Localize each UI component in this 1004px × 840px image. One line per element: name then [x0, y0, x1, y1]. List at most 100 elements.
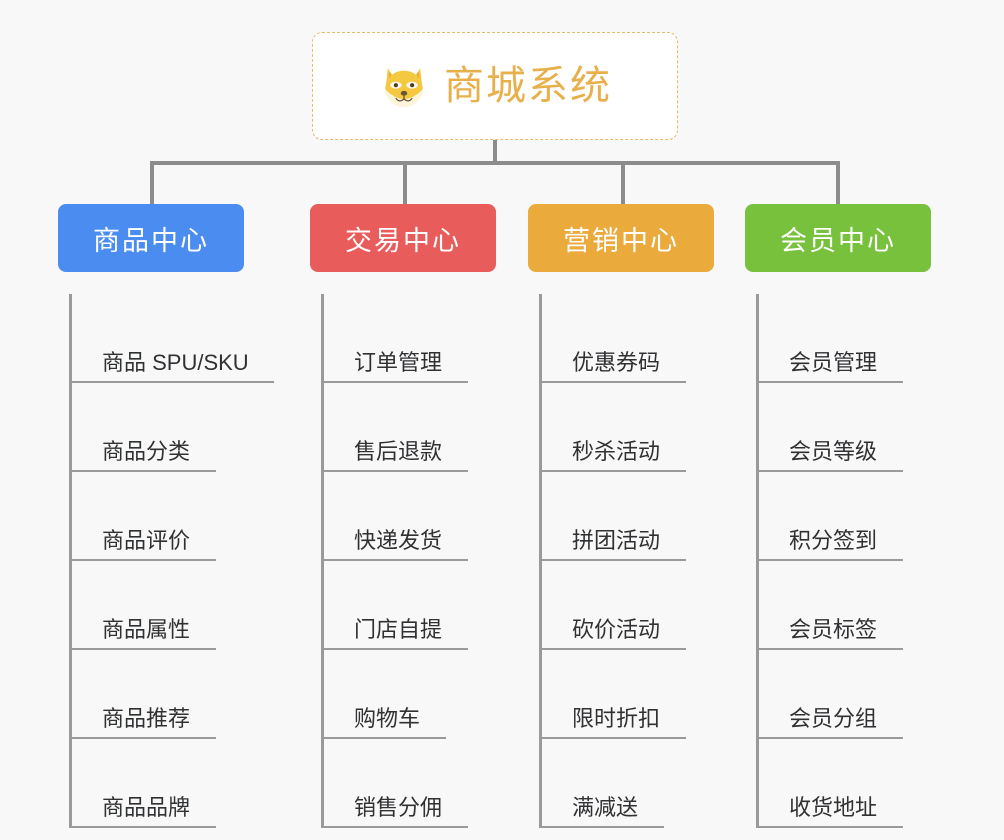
- leaf-item[interactable]: 会员管理: [745, 294, 931, 383]
- leaf-rule: [69, 470, 216, 472]
- leaf-rule: [539, 826, 664, 828]
- leaf-rule: [539, 737, 686, 739]
- leaf-item[interactable]: 商品品牌: [58, 739, 244, 828]
- leaf-item[interactable]: 收货地址: [745, 739, 931, 828]
- leaf-spine: [756, 294, 759, 828]
- leaf-item[interactable]: 会员等级: [745, 383, 931, 472]
- leaf-item[interactable]: 订单管理: [310, 294, 496, 383]
- category-header-label: 交易中心: [345, 225, 461, 256]
- leaf-label: 收货地址: [789, 795, 878, 820]
- leaf-label: 商品品牌: [102, 795, 191, 820]
- leaf-spine: [69, 294, 72, 828]
- category-header-label: 营销中心: [563, 225, 679, 256]
- category-header-label: 商品中心: [93, 225, 209, 256]
- leaf-spine: [539, 294, 542, 828]
- leaf-rule: [69, 648, 216, 650]
- category-header-product-center[interactable]: 商品中心: [58, 204, 244, 272]
- leaf-rule: [69, 737, 216, 739]
- leaf-item[interactable]: 砍价活动: [528, 561, 714, 650]
- shiba-dog-face-icon: [385, 68, 423, 108]
- leaf-rule: [539, 559, 686, 561]
- leaf-item[interactable]: 商品分类: [58, 383, 244, 472]
- leaf-rule: [539, 648, 686, 650]
- leaf-rule: [756, 381, 903, 383]
- connector-drop-2: [403, 161, 407, 206]
- leaf-rule: [69, 559, 216, 561]
- leaf-rule: [756, 737, 903, 739]
- leaf-rule: [321, 381, 468, 383]
- connector-drop-3: [621, 161, 625, 206]
- leaf-item[interactable]: 拼团活动: [528, 472, 714, 561]
- leaf-rule: [321, 826, 468, 828]
- leaf-item[interactable]: 秒杀活动: [528, 383, 714, 472]
- leaf-list-trade-center: 订单管理 售后退款 快递发货 门店自提 购物车 销售分佣: [310, 294, 496, 828]
- leaf-rule: [756, 559, 903, 561]
- leaf-label: 购物车: [354, 706, 421, 731]
- leaf-item[interactable]: 满减送: [528, 739, 714, 828]
- leaf-label: 商品分类: [102, 439, 191, 464]
- leaf-rule: [321, 737, 446, 739]
- leaf-label: 商品评价: [102, 528, 191, 553]
- leaf-label: 满减送: [572, 795, 639, 820]
- leaf-label: 会员标签: [789, 617, 878, 642]
- leaf-rule: [539, 381, 686, 383]
- leaf-label: 商品 SPU/SKU: [102, 350, 249, 375]
- leaf-item[interactable]: 售后退款: [310, 383, 496, 472]
- leaf-spine: [321, 294, 324, 828]
- column-marketing-center: 营销中心 优惠券码 秒杀活动 拼团活动 砍价活动 限时折扣: [528, 204, 714, 828]
- category-header-trade-center[interactable]: 交易中心: [310, 204, 496, 272]
- leaf-item[interactable]: 商品推荐: [58, 650, 244, 739]
- leaf-label: 门店自提: [354, 617, 443, 642]
- leaf-label: 砍价活动: [572, 617, 661, 642]
- leaf-item[interactable]: 门店自提: [310, 561, 496, 650]
- leaf-item[interactable]: 限时折扣: [528, 650, 714, 739]
- category-header-marketing-center[interactable]: 营销中心: [528, 204, 714, 272]
- leaf-rule: [756, 826, 903, 828]
- category-header-member-center[interactable]: 会员中心: [745, 204, 931, 272]
- leaf-label: 拼团活动: [572, 528, 661, 553]
- leaf-rule: [756, 470, 903, 472]
- leaf-item[interactable]: 商品 SPU/SKU: [58, 294, 274, 383]
- leaf-item[interactable]: 优惠券码: [528, 294, 714, 383]
- leaf-rule: [69, 826, 216, 828]
- leaf-item[interactable]: 积分签到: [745, 472, 931, 561]
- leaf-rule: [539, 470, 686, 472]
- leaf-label: 积分签到: [789, 528, 878, 553]
- connector-drop-4: [836, 161, 840, 206]
- leaf-rule: [756, 648, 903, 650]
- column-product-center: 商品中心 商品 SPU/SKU 商品分类 商品评价 商品属性 商品推荐: [58, 204, 274, 828]
- category-header-label: 会员中心: [780, 225, 896, 256]
- leaf-label: 会员等级: [789, 439, 878, 464]
- leaf-rule: [321, 648, 468, 650]
- leaf-item[interactable]: 快递发货: [310, 472, 496, 561]
- leaf-label: 销售分佣: [354, 795, 443, 820]
- leaf-label: 优惠券码: [572, 350, 661, 375]
- column-member-center: 会员中心 会员管理 会员等级 积分签到 会员标签 会员分组: [745, 204, 931, 828]
- leaf-item[interactable]: 商品属性: [58, 561, 244, 650]
- leaf-label: 秒杀活动: [572, 439, 661, 464]
- leaf-item[interactable]: 会员标签: [745, 561, 931, 650]
- leaf-label: 会员分组: [789, 706, 878, 731]
- leaf-label: 售后退款: [354, 439, 443, 464]
- leaf-label: 商品推荐: [102, 706, 191, 731]
- leaf-list-member-center: 会员管理 会员等级 积分签到 会员标签 会员分组 收货地址: [745, 294, 931, 828]
- leaf-label: 订单管理: [354, 350, 443, 375]
- connector-root-stem: [493, 140, 497, 163]
- leaf-rule: [321, 470, 468, 472]
- leaf-label: 商品属性: [102, 617, 191, 642]
- leaf-item[interactable]: 商品评价: [58, 472, 244, 561]
- leaf-label: 限时折扣: [572, 706, 661, 731]
- column-trade-center: 交易中心 订单管理 售后退款 快递发货 门店自提 购物车: [310, 204, 496, 828]
- leaf-label: 快递发货: [354, 528, 443, 553]
- connector-drop-1: [150, 161, 154, 206]
- leaf-list-product-center: 商品 SPU/SKU 商品分类 商品评价 商品属性 商品推荐 商品品牌: [58, 294, 274, 828]
- connector-horizontal-bus: [150, 161, 840, 165]
- leaf-item[interactable]: 销售分佣: [310, 739, 496, 828]
- leaf-item[interactable]: 会员分组: [745, 650, 931, 739]
- root-title: 商城系统: [444, 64, 612, 108]
- leaf-rule: [321, 559, 468, 561]
- leaf-item[interactable]: 购物车: [310, 650, 496, 739]
- root-node[interactable]: 商城系统: [312, 32, 678, 140]
- leaf-label: 会员管理: [789, 350, 878, 375]
